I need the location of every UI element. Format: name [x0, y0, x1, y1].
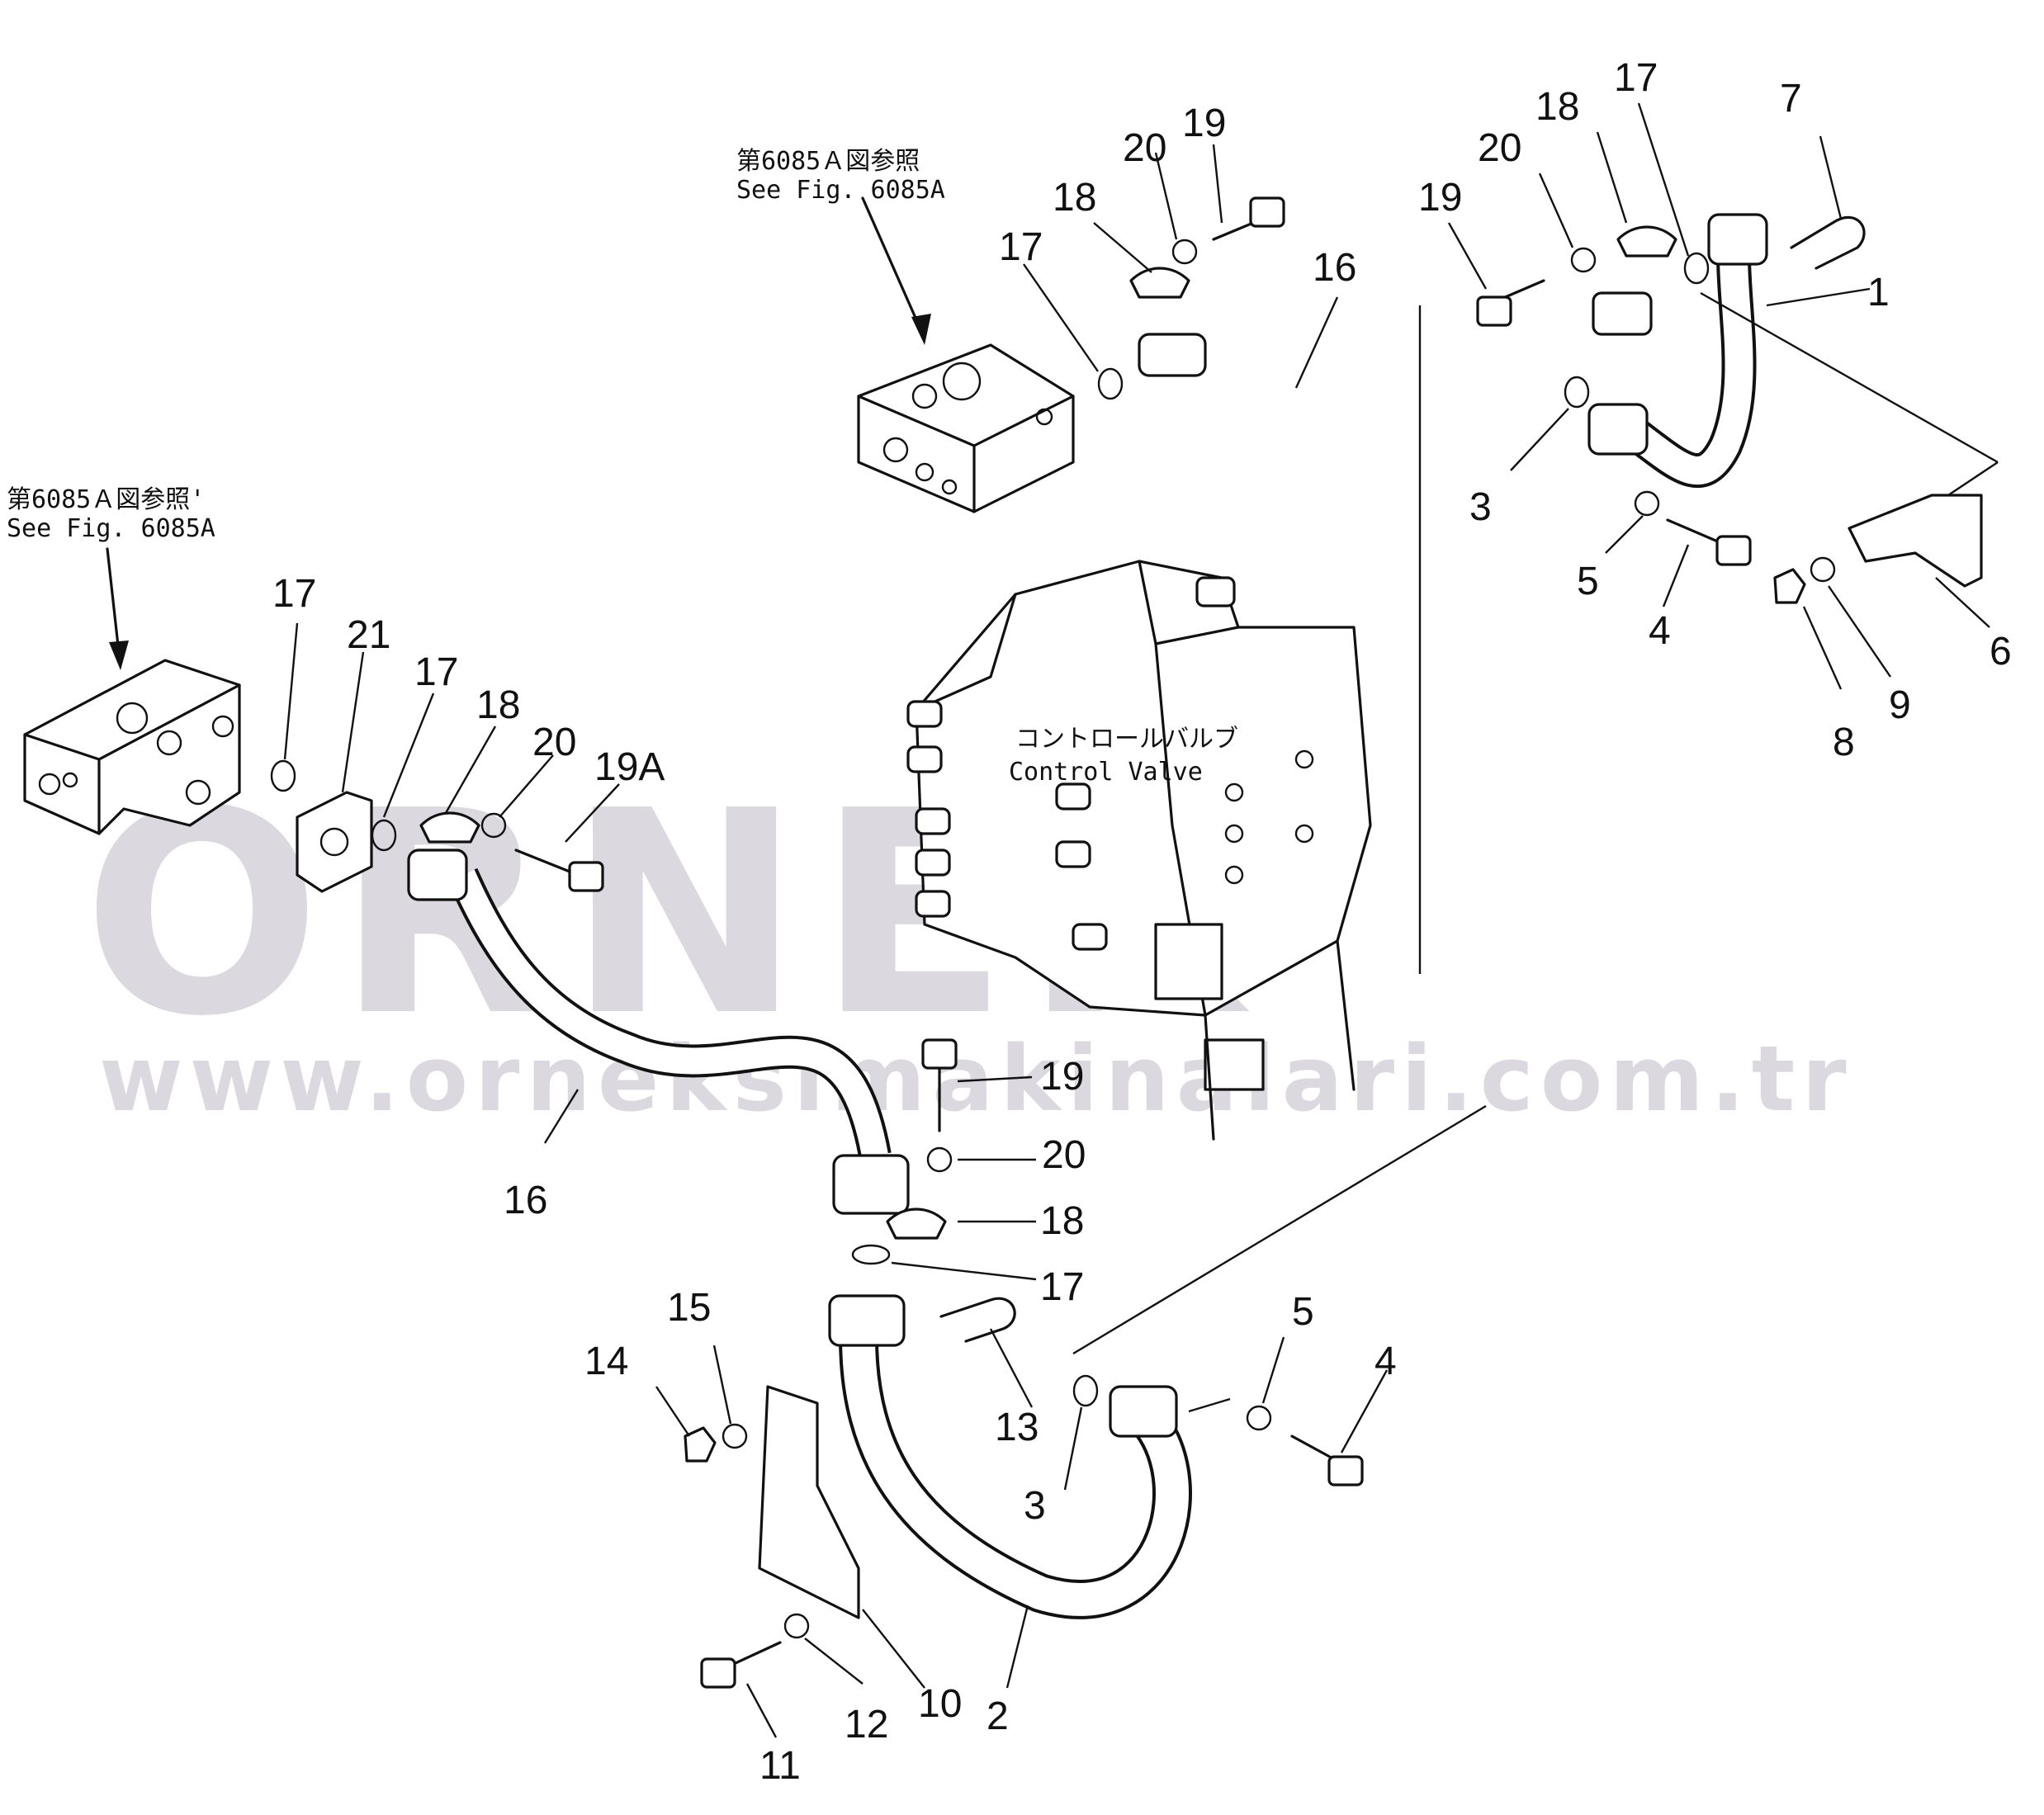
- watermark-url: www.orneksimakinalari.com.tr: [99, 1026, 1853, 1132]
- tube-2: [828, 1294, 1192, 1619]
- u-bolt-7: [1790, 215, 1866, 270]
- callout-15: 15: [667, 1286, 711, 1330]
- upper-ref-ja: 第6085Ａ図参照: [736, 147, 920, 176]
- callout-20-upper-left: 20: [1123, 126, 1166, 170]
- callout-5-upper: 5: [1577, 560, 1599, 603]
- callout-16-upper: 16: [1313, 246, 1356, 290]
- callout-20-lower: 20: [1042, 1133, 1086, 1177]
- callout-17-upper-right: 17: [1614, 56, 1658, 100]
- callout-19-lower: 19: [1040, 1055, 1084, 1099]
- callout-17-upper-left: 17: [999, 225, 1043, 269]
- left-ref-ja: 第6085Ａ図参照': [7, 485, 205, 514]
- control-valve-label-en: Control Valve: [1009, 758, 1203, 787]
- control-valve-label-ja: コントロールバルブ: [1015, 725, 1238, 754]
- callout-5-lower: 5: [1292, 1290, 1314, 1334]
- callout-20-left: 20: [532, 721, 576, 764]
- callout-4-lower: 4: [1374, 1340, 1397, 1383]
- bracket-10: [758, 1385, 860, 1619]
- callout-6: 6: [1990, 630, 2012, 674]
- callout-21: 21: [347, 613, 390, 657]
- left-valve-block: [23, 659, 241, 835]
- upper-valve-block: [857, 343, 1075, 513]
- callout-18-left: 18: [476, 683, 520, 727]
- callout-17-left-b: 17: [414, 650, 458, 694]
- callout-11: 11: [759, 1744, 801, 1788]
- control-valve-body: [906, 560, 1372, 1141]
- callout-13: 13: [995, 1406, 1039, 1449]
- callout-1: 1: [1867, 271, 1890, 314]
- callout-12: 12: [845, 1703, 888, 1746]
- callout-9: 9: [1889, 683, 1911, 727]
- callout-8: 8: [1833, 721, 1855, 764]
- upper-ref-en: See Fig. 6085A: [736, 176, 945, 205]
- callout-7: 7: [1780, 77, 1802, 121]
- callout-19-upper-right: 19: [1418, 176, 1462, 220]
- callout-18-upper-left: 18: [1053, 176, 1096, 220]
- callout-3-lower: 3: [1024, 1484, 1046, 1528]
- hardware: [270, 196, 1836, 1689]
- callout-20-upper-right: 20: [1478, 126, 1521, 170]
- callout-18-upper-right: 18: [1535, 85, 1579, 129]
- tube-1: [1587, 213, 1768, 488]
- flange-plate-21: [296, 791, 373, 893]
- leader-lines: [283, 102, 1990, 1738]
- left-ref-en: See Fig. 6085A: [7, 514, 215, 543]
- callout-19A: 19A: [594, 745, 665, 789]
- callout-19-upper-left: 19: [1182, 102, 1226, 145]
- callout-4-upper: 4: [1649, 609, 1671, 653]
- upper-hose: [1138, 291, 1653, 441]
- bracket-6: [1848, 494, 1983, 588]
- callout-numbers: 1 2 3 3 4 4 5 5 6 7 8 9 10 11 12 13 14 1…: [272, 56, 2012, 1788]
- callout-16-lower: 16: [504, 1179, 547, 1222]
- left-hose: [407, 848, 910, 1215]
- u-bolt-13: [939, 1297, 1016, 1343]
- callout-2: 2: [987, 1694, 1009, 1738]
- callout-17-left-a: 17: [272, 572, 316, 616]
- callout-18-lower: 18: [1040, 1199, 1084, 1243]
- callout-17-lower: 17: [1040, 1265, 1084, 1309]
- callout-14: 14: [584, 1340, 628, 1383]
- callout-10: 10: [918, 1682, 962, 1726]
- callout-3-upper: 3: [1469, 485, 1492, 529]
